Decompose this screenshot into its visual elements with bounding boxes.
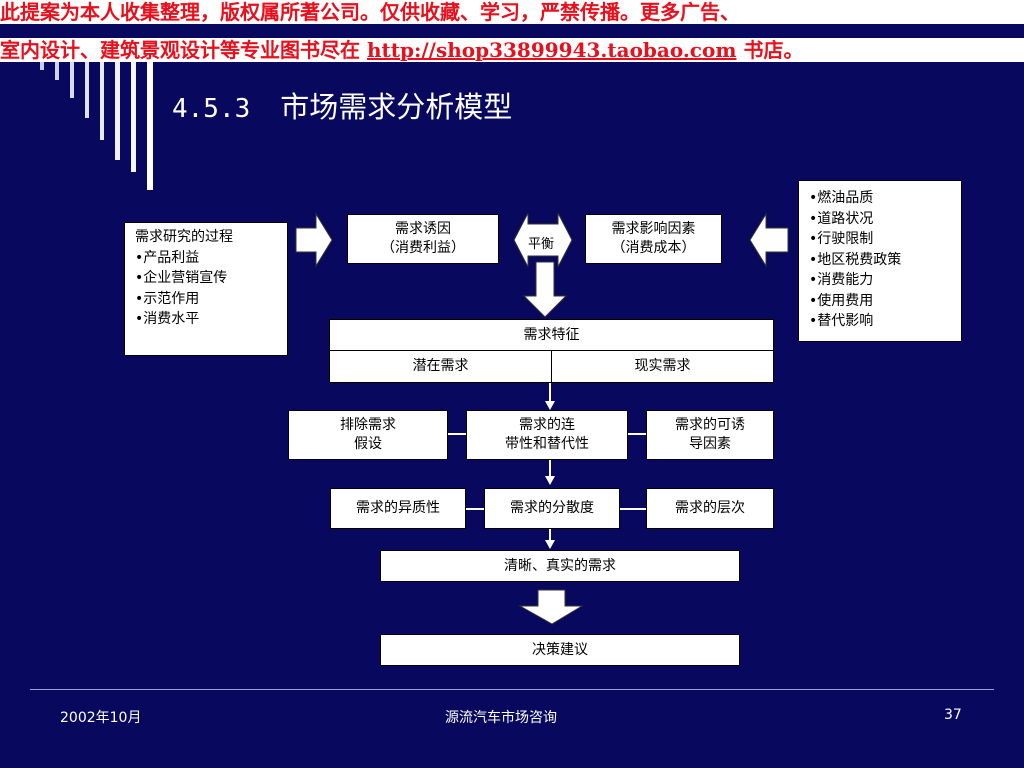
row1-box-line2: 导因素 — [689, 436, 731, 452]
characteristics-header-label: 需求特征 — [523, 326, 580, 343]
balance-double-arrow — [513, 212, 573, 268]
clear-real-demand-box: 清晰、真实的需求 — [380, 550, 740, 582]
decision-label: 决策建议 — [532, 641, 588, 658]
footer-company: 源流汽车市场咨询 — [445, 710, 557, 726]
right-box-item: •行驶限制 — [809, 231, 874, 247]
demand-dispersion-box: 需求的分散度 — [484, 488, 620, 529]
left-box-heading: 需求研究的过程 — [135, 229, 233, 245]
demand-factors-line1: 需求影响因素 — [611, 221, 696, 237]
demand-factors-line2: （消费成本） — [611, 240, 696, 256]
row1-box-line1: 需求的可诱 — [675, 417, 745, 433]
exclude-demand-assumption-box: 排除需求 假设 — [288, 410, 448, 460]
demand-characteristics-header: 需求特征 — [329, 319, 774, 351]
demand-cause-line2: （消费利益） — [381, 240, 465, 256]
left-box-item: •产品利益 — [135, 249, 200, 266]
demand-factors-box: 需求影响因素 （消费成本） — [585, 214, 722, 264]
demand-levels-box: 需求的层次 — [646, 488, 774, 529]
decorative-stripes — [40, 62, 153, 190]
banner-tail: 书店。 — [736, 38, 804, 62]
row1-box-line2: 带性和替代性 — [505, 436, 589, 452]
left-box-item: •示范作用 — [135, 290, 200, 307]
footer-divider — [30, 689, 994, 690]
right-box-item: •消费能力 — [809, 272, 874, 288]
row2-label: 需求的分散度 — [510, 500, 594, 516]
demand-inducible-factors-box: 需求的可诱 导因素 — [646, 410, 774, 460]
row1-box-line2: 假设 — [354, 436, 382, 452]
footer-page-number: 37 — [944, 707, 962, 723]
title-text: 市场需求分析模型 — [280, 90, 513, 124]
demand-cause-line1: 需求诱因 — [395, 221, 451, 237]
watermark-banner-line-1: 此提案为本人收集整理，版权属所著公司。仅供收藏、学习，严禁传播。更多广告、 — [0, 0, 1024, 24]
row1-box-line1: 需求的连 — [519, 417, 575, 433]
row1-box-line1: 排除需求 — [340, 417, 396, 433]
footer-date: 2002年10月 — [60, 710, 142, 726]
demand-cause-box: 需求诱因 （消费利益） — [347, 214, 499, 264]
slide-title: 4.5.3 市场需求分析模型 — [172, 84, 512, 126]
cost-factors-list-box: •燃油品质 •道路状况 •行驶限制 •地区税费政策 •消费能力 •使用费用 •替… — [798, 180, 962, 342]
latent-demand-label: 潜在需求 — [412, 358, 469, 374]
left-box-item: •企业营销宣传 — [135, 270, 228, 286]
demand-research-process-box: 需求研究的过程 •产品利益 •企业营销宣传 •示范作用 •消费水平 — [124, 222, 288, 356]
watermark-banner-line-2: 室内设计、建筑景观设计等专业图书尽在 http://shop33899943.t… — [0, 38, 1024, 62]
banner-text: 室内设计、建筑景观设计等专业图书尽在 — [0, 38, 367, 62]
decision-suggestion-box: 决策建议 — [380, 634, 740, 666]
left-box-item: •消费水平 — [135, 311, 200, 327]
decision-arrow — [518, 589, 584, 625]
right-box-item: •使用费用 — [809, 292, 874, 309]
demand-heterogeneity-box: 需求的异质性 — [330, 488, 466, 529]
right-box-item: •道路状况 — [809, 210, 874, 227]
row2-label: 需求的层次 — [675, 500, 745, 516]
right-box-item: •替代影响 — [809, 313, 874, 329]
row2-label: 需求的异质性 — [356, 500, 440, 516]
section-number: 4.5.3 — [172, 94, 251, 124]
right-box-item: •燃油品质 — [809, 190, 874, 206]
right-box-item: •地区税费政策 — [809, 251, 902, 268]
right-hollow-arrow — [749, 212, 789, 268]
down-hollow-arrow — [522, 261, 568, 318]
actual-demand-label: 现实需求 — [634, 358, 691, 374]
clear-demand-label: 清晰、真实的需求 — [504, 557, 616, 574]
left-hollow-arrow — [295, 212, 333, 268]
actual-demand-cell: 现实需求 — [551, 350, 774, 383]
balance-label: 平衡 — [528, 237, 555, 252]
banner-url-link[interactable]: http://shop33899943.taobao.com — [366, 38, 737, 62]
demand-linkage-substitution-box: 需求的连 带性和替代性 — [466, 410, 628, 460]
latent-demand-cell: 潜在需求 — [329, 350, 552, 383]
